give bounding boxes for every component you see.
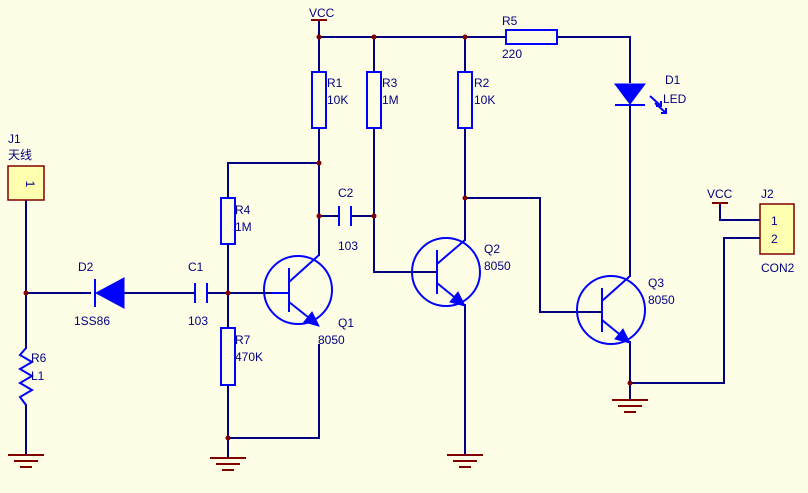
j2-name: CON2 xyxy=(761,261,795,275)
r4-value: 1M xyxy=(235,220,252,234)
wires xyxy=(25,19,761,459)
r4-ref: R4 xyxy=(235,203,251,217)
connector-j1-antenna: J1 天线 1 xyxy=(7,132,45,201)
r5-ref: R5 xyxy=(502,14,518,28)
ground-symbol-1 xyxy=(8,454,44,468)
c1-ref: C1 xyxy=(188,260,204,274)
j2-pin2: 2 xyxy=(771,232,778,246)
r7-value: 470K xyxy=(235,350,263,364)
q2-ref: Q2 xyxy=(484,242,500,256)
c1-value: 103 xyxy=(188,314,208,328)
junctions xyxy=(23,34,633,441)
j2-pin1: 1 xyxy=(771,214,778,228)
r1-ref: R1 xyxy=(327,76,343,90)
led-d1: D1 LED xyxy=(614,73,687,114)
ground-symbol-2 xyxy=(210,457,246,471)
resistor-r3: R3 1M xyxy=(366,71,399,129)
j1-pin: 1 xyxy=(23,181,37,188)
j1-name: 天线 xyxy=(8,148,32,162)
transistor-q1: Q1 8050 xyxy=(263,254,354,347)
r3-ref: R3 xyxy=(382,76,398,90)
q2-value: 8050 xyxy=(484,259,511,273)
transistor-q2: Q2 8050 xyxy=(411,237,511,307)
c2-ref: C2 xyxy=(338,186,354,200)
q1-ref: Q1 xyxy=(338,316,354,330)
q3-value: 8050 xyxy=(648,293,675,307)
r2-ref: R2 xyxy=(474,76,490,90)
r1-value: 10K xyxy=(327,93,348,107)
r6-ref: R6 xyxy=(31,351,47,365)
r6-value: L1 xyxy=(31,369,45,383)
q1-value: 8050 xyxy=(318,333,345,347)
connector-j2-con2: J2 1 2 CON2 xyxy=(759,187,795,275)
resistor-r4: R4 1M xyxy=(220,197,252,245)
d2-ref: D2 xyxy=(78,260,94,274)
d1-ref: D1 xyxy=(665,73,681,87)
resistor-r1: R1 10K xyxy=(311,71,348,129)
r3-value: 1M xyxy=(382,93,399,107)
capacitor-c1: C1 103 xyxy=(188,260,208,328)
r5-value: 220 xyxy=(502,47,522,61)
resistor-r6-coil: R6 L1 xyxy=(18,347,47,406)
d1-value: LED xyxy=(663,92,687,106)
vcc-j2-label: VCC xyxy=(707,187,733,201)
resistor-r7: R7 470K xyxy=(220,327,263,386)
resistor-r2: R2 10K xyxy=(457,71,495,129)
vcc-top-symbol: VCC xyxy=(309,6,335,21)
r7-ref: R7 xyxy=(235,333,251,347)
d2-value: 1SS86 xyxy=(74,314,110,328)
transistor-q3: Q3 8050 xyxy=(576,275,675,345)
r2-value: 10K xyxy=(474,93,495,107)
capacitor-c2: C2 103 xyxy=(338,186,358,253)
c2-value: 103 xyxy=(338,239,358,253)
ground-symbol-4 xyxy=(612,399,648,413)
resistor-r5: R5 220 xyxy=(502,14,558,61)
vcc-j2-symbol: VCC xyxy=(707,187,733,204)
ground-symbol-3 xyxy=(447,454,483,468)
j1-ref: J1 xyxy=(8,132,21,146)
vcc-top-label: VCC xyxy=(309,6,335,20)
diode-d2: D2 1SS86 xyxy=(74,260,125,328)
j2-ref: J2 xyxy=(761,187,774,201)
q3-ref: Q3 xyxy=(648,276,664,290)
